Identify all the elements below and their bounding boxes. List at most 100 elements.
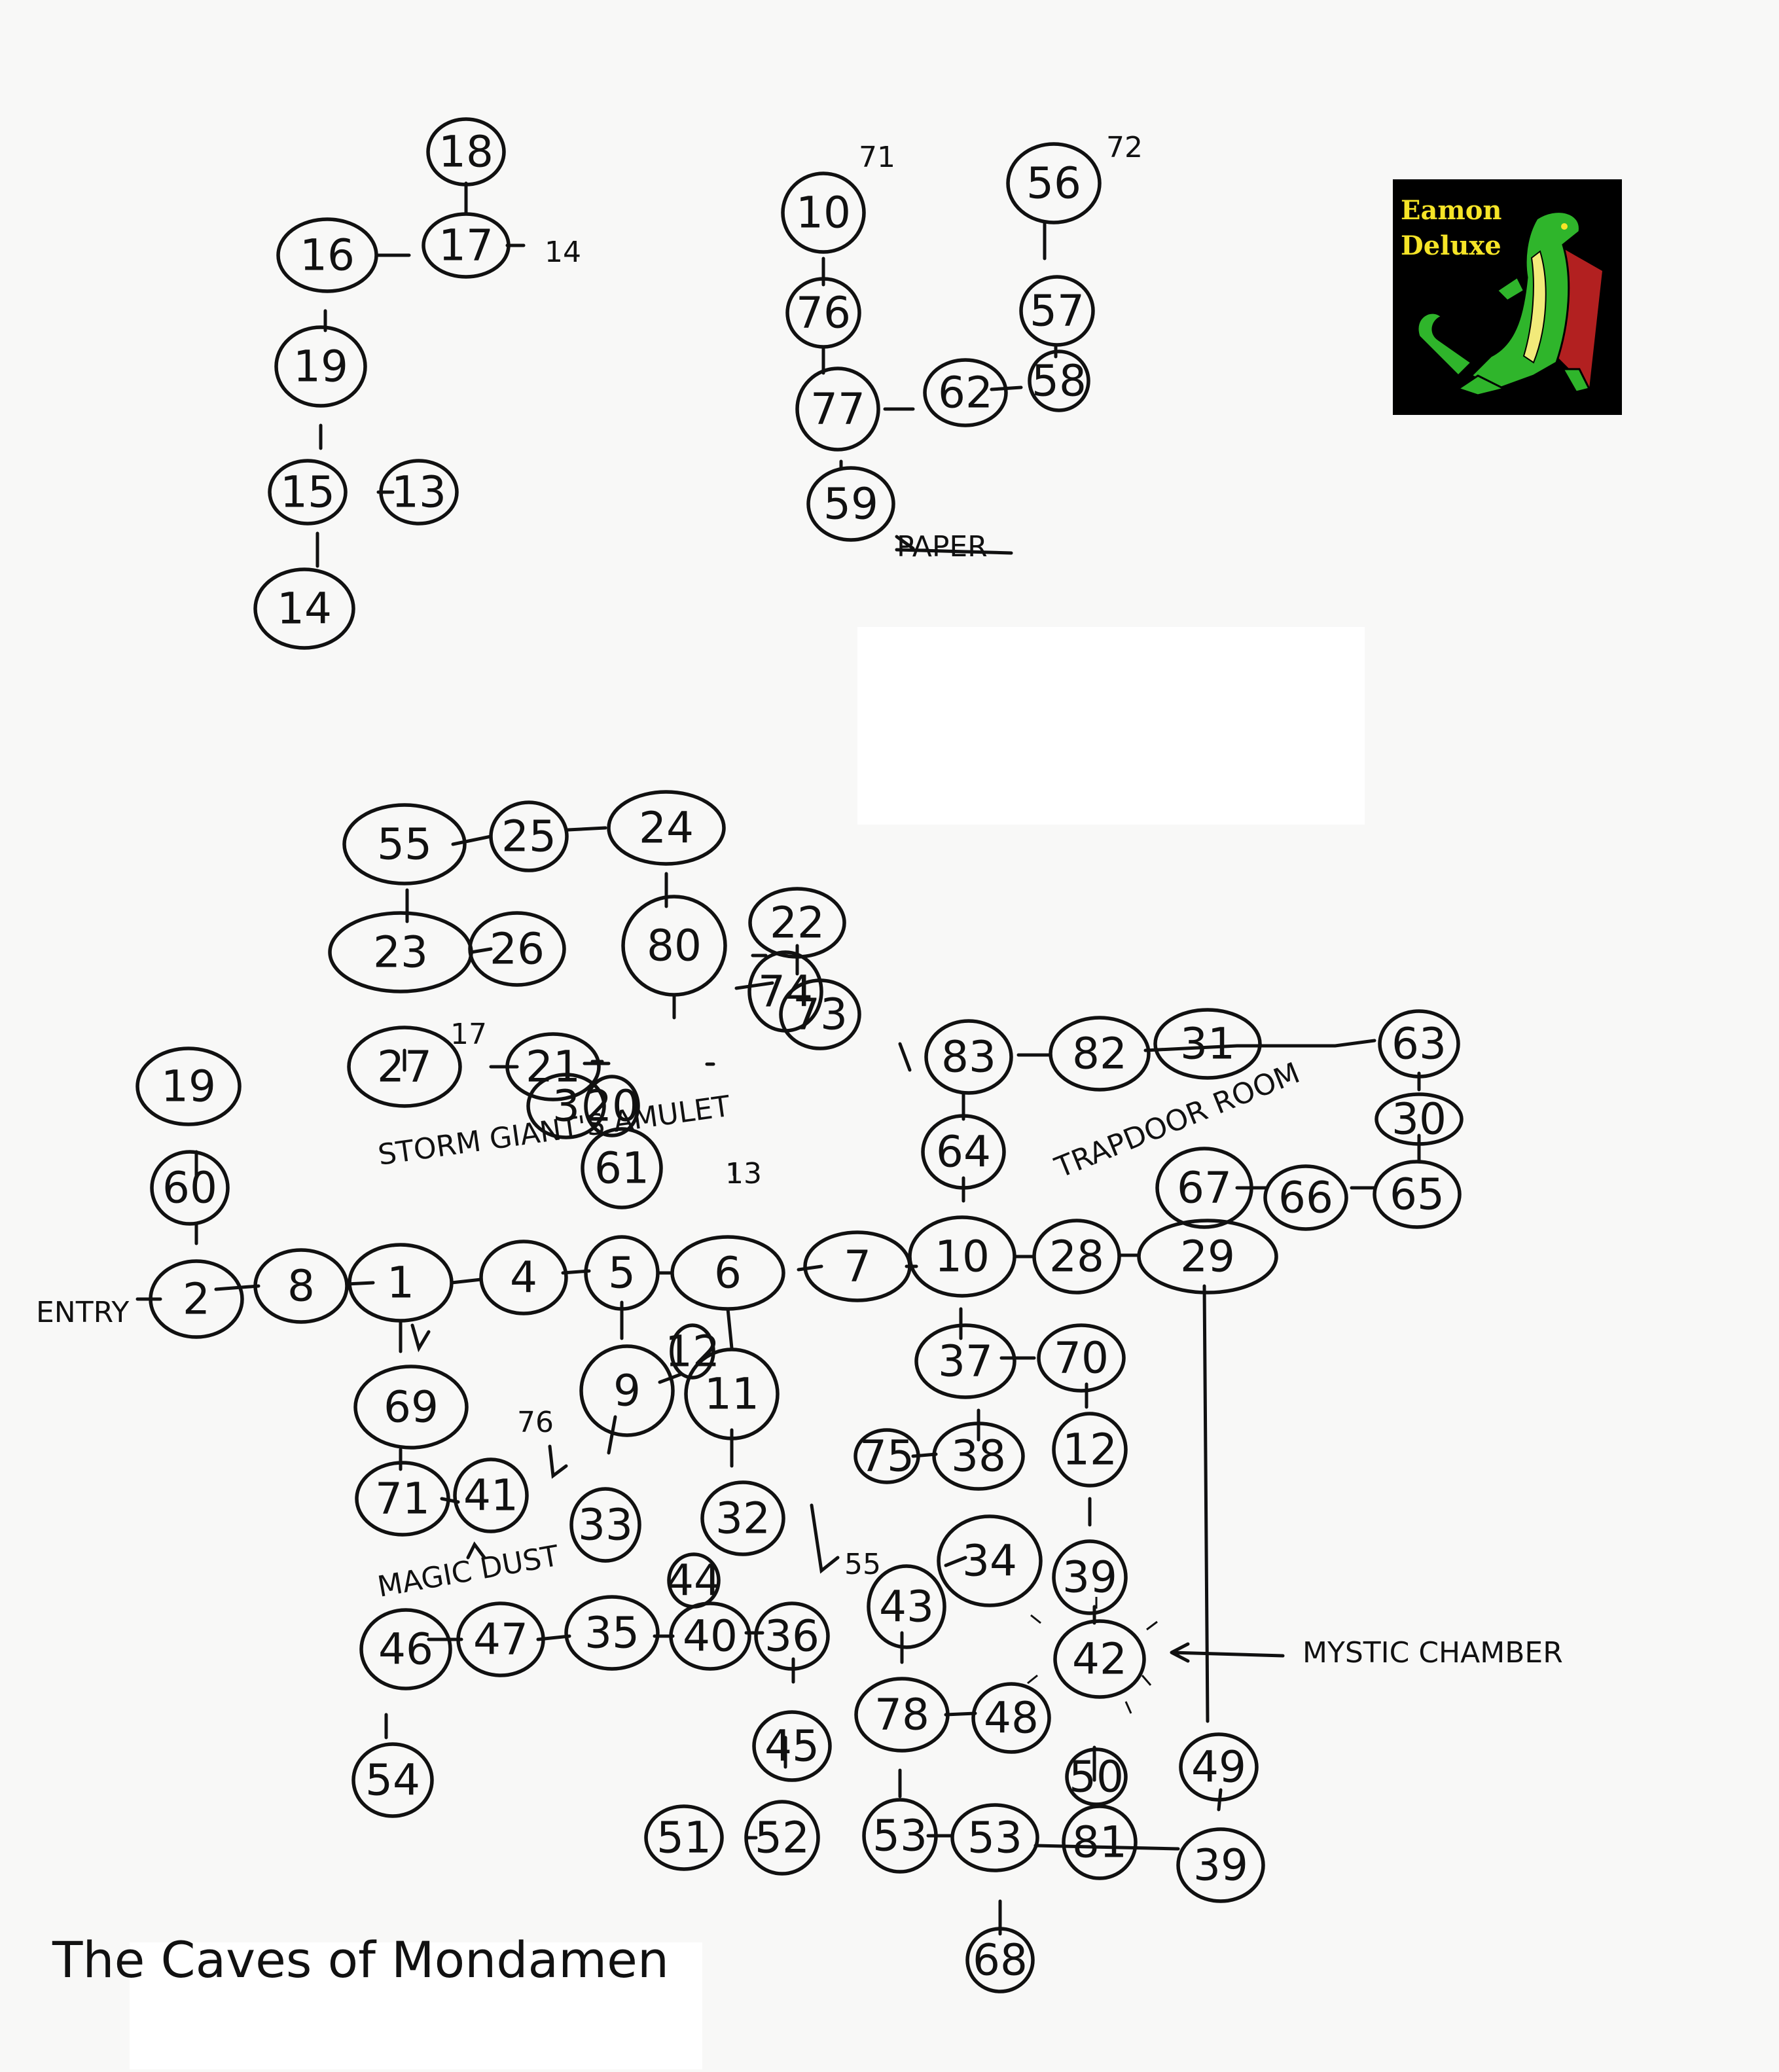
room-number: 43: [879, 1582, 934, 1632]
blank-region: [130, 1942, 702, 2069]
edge: [410, 1323, 431, 1353]
room-number: 36: [764, 1611, 819, 1662]
room-number: 23: [373, 927, 428, 978]
room-number: 14: [277, 584, 332, 634]
room-node: [1378, 1009, 1460, 1079]
room-number: 9: [613, 1366, 641, 1416]
room-node: [149, 1259, 244, 1339]
room-number: 6: [714, 1248, 742, 1298]
room-node: [1052, 1412, 1128, 1488]
room-number: 28: [1049, 1232, 1104, 1282]
room-node: [971, 1682, 1051, 1754]
room-node: [584, 1235, 660, 1311]
room-node: [1049, 1016, 1151, 1092]
room-node: [669, 1601, 751, 1671]
note-magic-dust: MAGIC DUST: [375, 1539, 562, 1604]
edge: [1202, 1284, 1210, 1723]
room-number: 41: [463, 1471, 518, 1521]
room-number: 25: [501, 812, 556, 862]
room-node: [862, 1798, 938, 1874]
room-number: 38: [951, 1431, 1006, 1482]
room-node: [950, 1803, 1039, 1872]
room-node: [644, 1804, 724, 1871]
room-node: [1062, 1804, 1138, 1880]
room-node: [754, 1601, 830, 1671]
room-number: 39: [1193, 1840, 1248, 1891]
room-number: 59: [823, 479, 878, 529]
edge: [1143, 1039, 1376, 1052]
edge: [898, 1042, 912, 1072]
room-node: [342, 803, 467, 885]
note-76: 76: [517, 1406, 554, 1439]
room-number: 11: [704, 1369, 759, 1420]
room-node: [479, 1240, 568, 1315]
room-node: [1155, 1147, 1253, 1229]
room-number: 70: [1054, 1333, 1109, 1384]
edge: [548, 1444, 568, 1479]
room-node: [253, 567, 355, 650]
edge: [797, 1264, 823, 1272]
room-node: [937, 1514, 1043, 1607]
room-number: 73: [793, 990, 848, 1040]
room-number: 82: [1072, 1029, 1127, 1079]
room-number: 13: [391, 467, 446, 518]
room-node: [379, 459, 459, 526]
room-node: [489, 800, 569, 872]
room-number: 35: [584, 1608, 639, 1658]
room-number: 22: [770, 898, 825, 948]
edge: [451, 834, 493, 846]
room-number: 51: [656, 1813, 711, 1863]
room-node: [867, 1564, 946, 1649]
room-number: 37: [938, 1336, 993, 1387]
room-node: [806, 466, 895, 542]
room-number: 77: [810, 384, 865, 435]
mystic-chamber-rays: [1027, 1597, 1158, 1714]
room-number: 8: [287, 1261, 315, 1312]
room-number: 17: [439, 221, 494, 271]
edge: [214, 1284, 261, 1291]
note-17: 17: [450, 1018, 487, 1051]
map-title: The Caves of Mondamen: [52, 1931, 670, 1989]
room-number: 30: [1392, 1094, 1447, 1145]
room-number: 74: [758, 967, 813, 1017]
room-number: 12: [665, 1327, 720, 1377]
room-number: 40: [683, 1611, 738, 1662]
room-number: 76: [796, 288, 851, 338]
room-number: 10: [935, 1232, 990, 1282]
room-node: [854, 1677, 950, 1753]
room-node: [453, 1457, 529, 1533]
note-paper: PAPER: [897, 530, 988, 563]
room-node: [268, 459, 348, 526]
edge: [469, 947, 493, 954]
edge: [566, 826, 607, 832]
edge: [895, 548, 1013, 555]
room-number: 10: [796, 188, 851, 238]
edge: [607, 1415, 617, 1455]
room-node: [347, 1026, 462, 1108]
room-number: 60: [162, 1163, 217, 1213]
room-number: 2: [183, 1274, 210, 1325]
edge: [944, 1711, 977, 1717]
room-node: [700, 1480, 785, 1556]
room-number: 49: [1191, 1742, 1246, 1793]
room-node: [670, 1323, 715, 1380]
room-number: 53: [967, 1813, 1022, 1863]
room-node: [1037, 1323, 1126, 1393]
room-node: [1019, 275, 1095, 347]
note-exit-14: 14: [545, 236, 581, 269]
room-node: [1179, 1732, 1259, 1802]
room-node: [747, 950, 823, 1033]
room-node: [752, 1710, 832, 1782]
room-number: 4: [510, 1253, 537, 1303]
room-node: [1006, 142, 1102, 224]
room-number: 50: [1069, 1752, 1124, 1802]
room-node: [921, 1114, 1006, 1190]
edge: [1033, 1844, 1180, 1851]
note-71: 71: [859, 141, 895, 174]
room-node: [359, 1608, 452, 1690]
room-node: [914, 1323, 1016, 1399]
room-number: 31: [1180, 1019, 1235, 1069]
eamon-deluxe-logo: Eamon Deluxe: [1393, 179, 1622, 415]
room-node: [351, 1742, 434, 1818]
room-number: 18: [439, 127, 494, 177]
